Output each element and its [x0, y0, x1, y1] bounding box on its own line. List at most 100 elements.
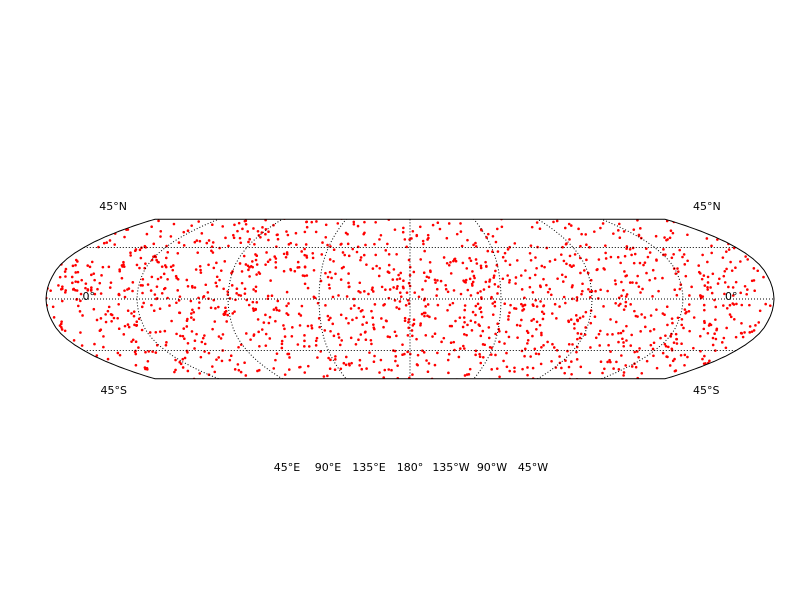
scatter-point: [680, 323, 684, 327]
scatter-point: [92, 307, 96, 311]
scatter-point: [387, 271, 391, 274]
scatter-point: [261, 226, 264, 229]
scatter-point: [120, 264, 124, 267]
lat-label-45s-left: 45°S: [101, 384, 127, 397]
scatter-point: [431, 223, 435, 227]
scatter-point: [657, 289, 660, 293]
scatter-point: [562, 259, 566, 263]
scatter-point: [327, 318, 331, 322]
lon-label-45w: 45°W: [518, 461, 548, 474]
scatter-point: [756, 269, 760, 273]
scatter-point: [283, 335, 287, 338]
scatter-point: [157, 219, 160, 223]
scatter-point: [401, 230, 405, 234]
scatter-point: [89, 288, 93, 292]
scatter-point: [272, 308, 276, 311]
scatter-point: [405, 245, 408, 249]
scatter-point: [481, 329, 485, 333]
scatter-point: [135, 323, 139, 327]
scatter-point: [138, 266, 141, 270]
scatter-point: [328, 286, 331, 290]
scatter-point: [664, 334, 667, 337]
scatter-point: [280, 339, 284, 343]
scatter-point: [427, 236, 430, 240]
scatter-point: [702, 274, 706, 277]
scatter-point: [342, 361, 346, 365]
scatter-point: [531, 303, 535, 306]
scatter-point: [684, 274, 688, 278]
scatter-point: [100, 274, 103, 277]
scatter-point: [703, 354, 706, 358]
scatter-point: [593, 315, 597, 318]
scatter-point: [621, 337, 624, 341]
scatter-point: [589, 295, 592, 299]
scatter-point: [344, 355, 348, 359]
scatter-point: [182, 244, 186, 247]
scatter-point: [604, 244, 607, 247]
scatter-point: [239, 241, 243, 245]
scatter-point: [251, 265, 254, 269]
scatter-point: [233, 368, 237, 371]
scatter-point: [589, 321, 593, 325]
scatter-point: [305, 225, 309, 229]
scatter-point: [643, 316, 647, 319]
scatter-point: [112, 316, 116, 320]
scatter-point: [664, 253, 667, 256]
scatter-point: [461, 261, 465, 265]
scatter-point: [365, 321, 368, 325]
scatter-point: [546, 290, 550, 294]
scatter-point: [638, 347, 641, 350]
scatter-point: [663, 342, 667, 346]
scatter-point: [346, 232, 349, 236]
scatter-point: [197, 220, 200, 223]
scatter-point: [131, 338, 135, 342]
scatter-point: [457, 355, 461, 359]
scatter-point: [349, 307, 353, 310]
scatter-point: [459, 230, 463, 233]
scatter-point: [427, 276, 431, 279]
scatter-point: [210, 249, 213, 253]
scatter-point: [568, 254, 572, 258]
scatter-point: [580, 232, 583, 236]
scatter-point: [60, 299, 64, 303]
scatter-point: [236, 229, 239, 233]
scatter-point: [223, 260, 227, 263]
scatter-point: [663, 313, 666, 317]
scatter-point: [476, 291, 480, 295]
scatter-point: [620, 354, 623, 357]
scatter-point: [237, 368, 241, 372]
scatter-point: [169, 235, 173, 238]
scatter-point: [636, 376, 640, 379]
scatter-point: [175, 276, 179, 280]
scatter-point: [633, 309, 636, 313]
scatter-point: [597, 258, 601, 261]
scatter-point: [92, 272, 96, 275]
scatter-point: [716, 238, 719, 241]
scatter-point: [699, 294, 702, 297]
scatter-point: [713, 332, 716, 336]
scatter-point: [683, 308, 687, 311]
scatter-point: [324, 236, 328, 239]
scatter-point: [76, 304, 80, 308]
scatter-point: [217, 335, 221, 338]
scatter-point: [622, 230, 626, 233]
scatter-point: [748, 303, 751, 307]
scatter-point: [126, 323, 130, 326]
scatter-point: [174, 358, 177, 362]
scatter-point: [223, 310, 227, 314]
scatter-point: [619, 261, 622, 265]
scatter-point: [564, 275, 567, 279]
scatter-point: [743, 331, 746, 334]
scatter-point: [217, 356, 221, 359]
scatter-point: [186, 369, 190, 373]
scatter-point: [481, 356, 485, 359]
scatter-point: [163, 264, 167, 267]
scatter-point: [379, 233, 383, 237]
scatter-point: [274, 306, 278, 310]
scatter-point: [102, 345, 105, 349]
scatter-point: [274, 261, 278, 264]
scatter-point: [287, 243, 291, 246]
scatter-point: [649, 343, 653, 347]
scatter-point: [365, 367, 368, 370]
scatter-point: [179, 334, 182, 338]
